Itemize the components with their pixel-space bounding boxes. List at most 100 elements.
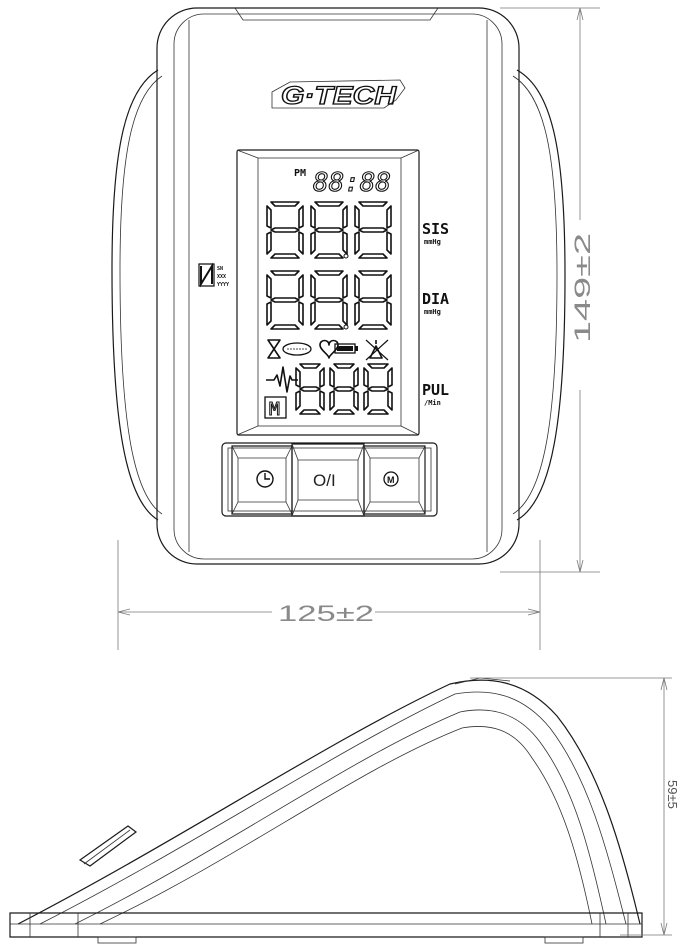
height-dimension-label: 149±2: [570, 233, 595, 343]
hourglass-icon: [267, 339, 281, 359]
digit-segment: [270, 253, 300, 259]
digit-segment: [310, 274, 316, 299]
side-height-dimension-label: 59±5: [665, 780, 680, 809]
seven-segment-digit: [295, 363, 325, 415]
top-vent: [234, 7, 439, 21]
digit-segment: [295, 390, 301, 411]
memory-button[interactable]: M: [363, 445, 426, 515]
side-height-dimension: 59±5: [470, 677, 680, 936]
pulse-wave-icon: [266, 366, 298, 393]
lot-line-3: YYYY: [217, 282, 229, 288]
digit-segment: [342, 231, 348, 255]
time-display: 88:88: [313, 168, 391, 198]
seven-segment-digit: [310, 201, 348, 259]
digit-segment: [386, 231, 392, 255]
digit-segment: [299, 363, 321, 369]
left-side-bulge-inner: [119, 75, 163, 515]
digit-segment: [270, 270, 300, 276]
memory-button-ring: [383, 471, 399, 487]
digit-segment: [354, 274, 360, 299]
seven-segment-digit: [266, 270, 304, 330]
button-panel: O/I M: [221, 442, 438, 517]
digit-segment: [387, 390, 393, 411]
side-view: 59±5: [9, 677, 680, 944]
width-dimension-label: 125±2: [278, 601, 374, 626]
digit-segment: [310, 301, 316, 326]
digit-segment: [358, 270, 388, 276]
digit-segment: [386, 274, 392, 299]
digit-segment: [342, 274, 348, 299]
seven-segment-digit: [329, 363, 359, 415]
digit-segment: [358, 253, 388, 259]
digit-segment: [329, 390, 335, 411]
clock-button[interactable]: [231, 445, 293, 515]
digit-segment: [266, 301, 272, 326]
digit-segment: [367, 386, 389, 392]
cuff-icon: [282, 342, 312, 356]
digit-segment: [298, 301, 304, 326]
pulse-digits: [295, 363, 393, 415]
width-dimension: 125±2: [117, 540, 541, 650]
left-side-bulge: [111, 69, 159, 521]
right-side-bulge-inner: [512, 75, 558, 515]
digit-segment: [358, 324, 388, 330]
digit-segment: [295, 367, 301, 388]
digit-segment: [342, 301, 348, 326]
sys-unit: mmHg: [424, 238, 441, 246]
digit-segment: [342, 205, 348, 229]
digit-segment: [298, 274, 304, 299]
front-view: G·TECH PM 88:88: [111, 7, 600, 650]
brand-logo-text: G·TECH: [281, 82, 397, 110]
digit-segment: [310, 205, 316, 229]
device-body-inner: [173, 13, 503, 560]
digit-segment: [314, 270, 344, 276]
digit-segment: [299, 386, 321, 392]
digit-segment: [333, 386, 355, 392]
brand-logo: G·TECH: [271, 79, 406, 111]
pul-unit: /Min: [424, 399, 441, 407]
side-outline-outer: [17, 679, 641, 925]
digit-segment: [354, 205, 360, 229]
right-side-bulge: [516, 69, 566, 521]
digit-segment: [363, 390, 369, 411]
seven-segment-digit: [266, 201, 304, 259]
digit-segment: [367, 363, 389, 369]
memory-indicator: M: [269, 399, 280, 420]
digit-segment: [270, 227, 300, 233]
digit-segment: [386, 205, 392, 229]
digit-segment: [314, 297, 344, 303]
digit-segment: [314, 201, 344, 207]
lot-line-1: SN: [217, 266, 223, 272]
digit-segment: [363, 367, 369, 388]
manufacturer-symbol: SN XXX YYYY: [198, 262, 229, 288]
systolic-digits: [266, 201, 392, 259]
digit-segment: [354, 301, 360, 326]
side-button-bump: [78, 825, 138, 867]
digit-segment: [353, 367, 359, 388]
digit-segment: [299, 409, 321, 415]
side-outline-inner: [99, 726, 593, 925]
device-body: [156, 7, 520, 565]
digit-segment: [333, 363, 355, 369]
digit-segment: [270, 201, 300, 207]
memory-button-label: M: [387, 475, 395, 485]
seven-segment-digit: [363, 363, 393, 415]
no-arm-icon: [365, 339, 389, 361]
digit-segment: [319, 390, 325, 411]
pul-label: PUL: [422, 381, 449, 399]
power-button-label: O/I: [313, 471, 336, 490]
power-button[interactable]: O/I: [291, 443, 365, 517]
side-foot-right: [544, 936, 584, 944]
digit-segment: [358, 227, 388, 233]
digit-segment: [333, 409, 355, 415]
digit-segment: [354, 231, 360, 255]
side-outline-2: [39, 691, 627, 925]
seven-segment-digit: [354, 270, 392, 330]
battery-icon: [334, 343, 358, 354]
dia-unit: mmHg: [424, 308, 441, 316]
digit-segment: [266, 231, 272, 255]
digit-segment: [358, 297, 388, 303]
sys-label: SIS: [422, 220, 449, 238]
memory-indicator-box: [264, 396, 287, 419]
